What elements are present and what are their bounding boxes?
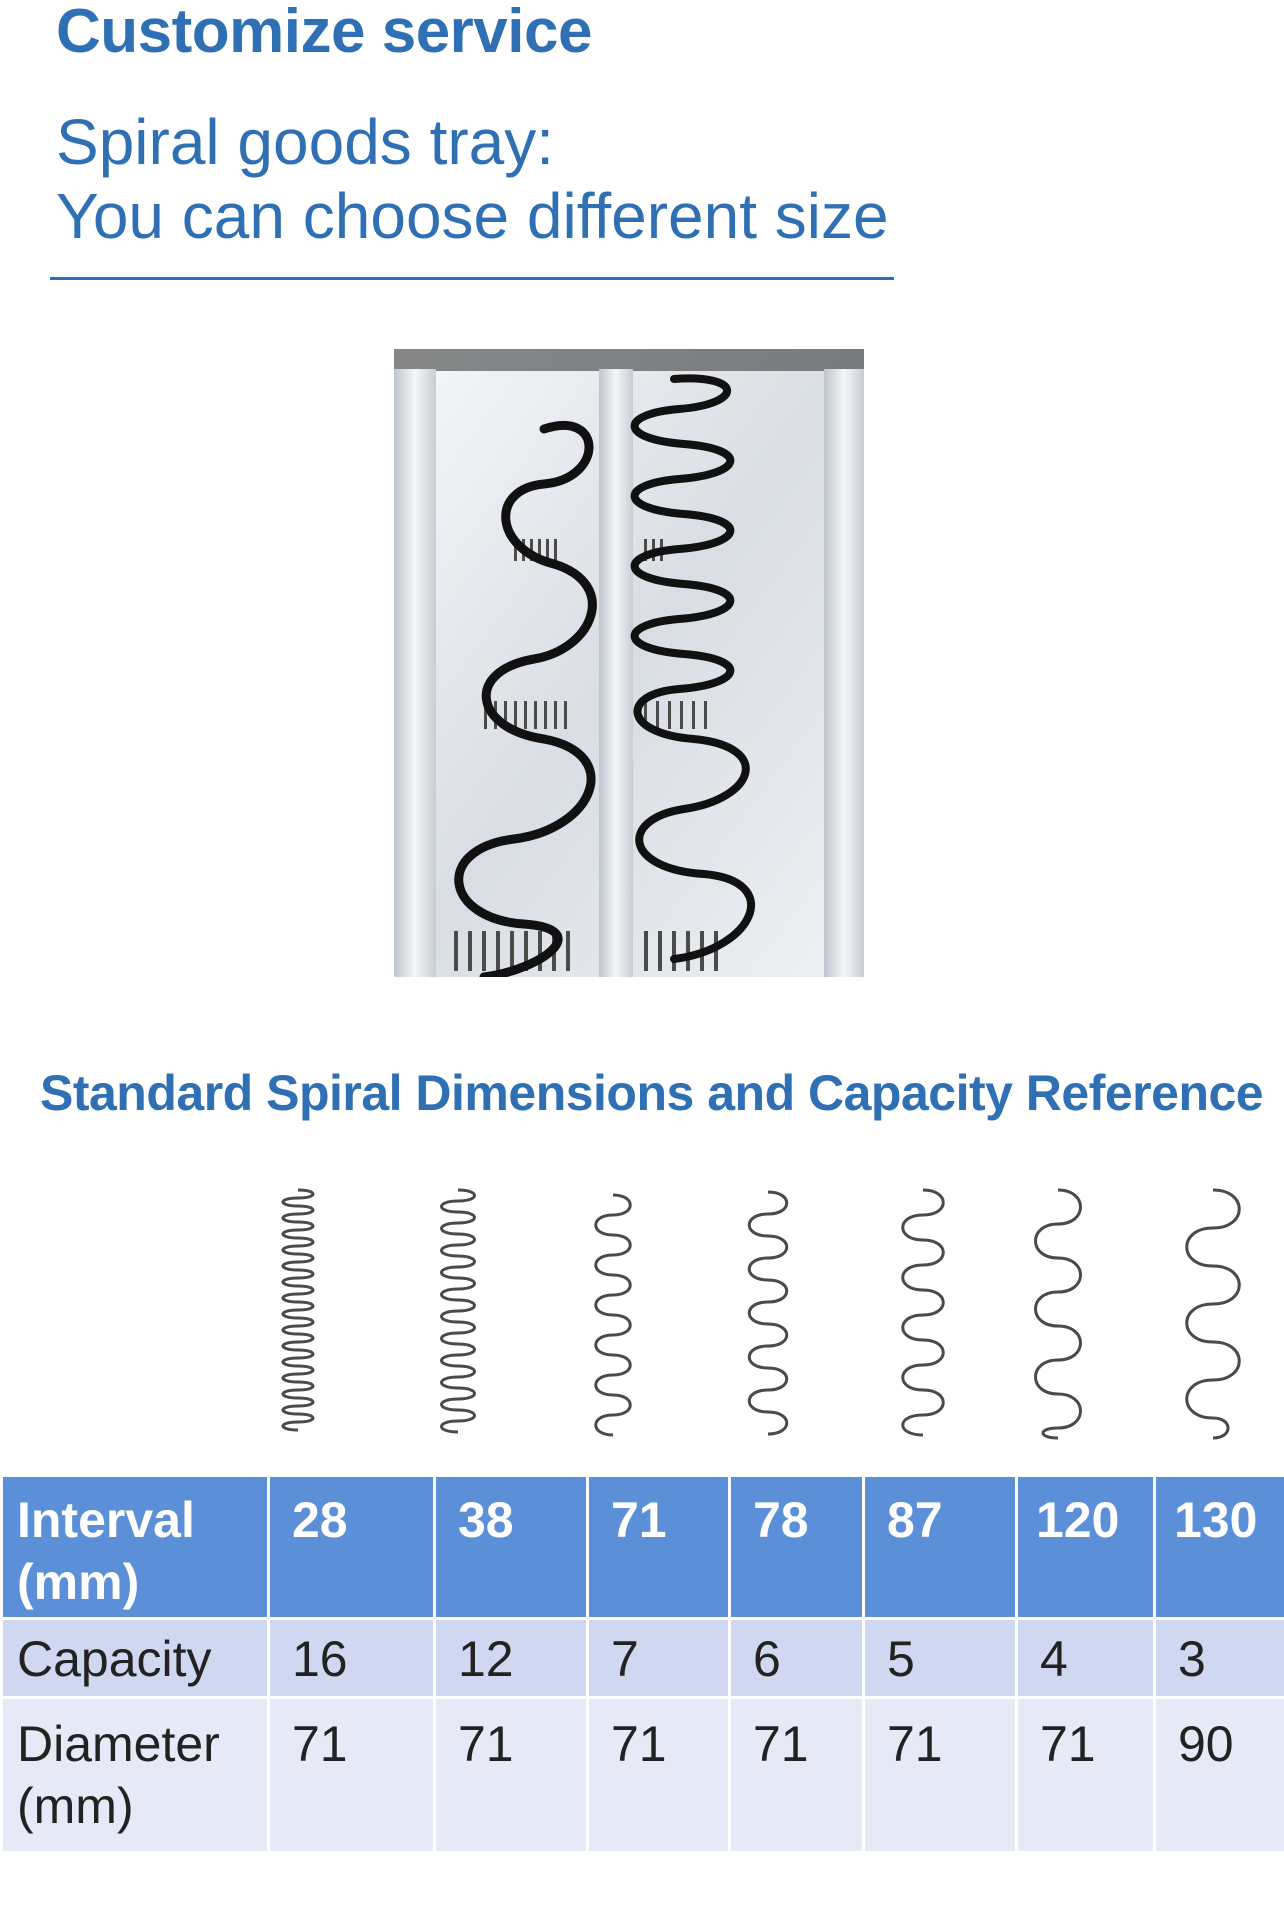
diameter-value: 90 — [1153, 1696, 1284, 1854]
table-header-row: Interval(mm) 28 38 71 78 87 120 130 — [0, 1474, 1284, 1620]
capacity-value: 4 — [1015, 1617, 1156, 1699]
title-divider — [50, 277, 894, 280]
table-row-capacity: Capacity 16 12 7 6 5 4 3 — [0, 1617, 1284, 1699]
diameter-label: Diameter(mm) — [0, 1696, 270, 1854]
interval-value: 71 — [586, 1474, 731, 1620]
interval-label: Interval(mm) — [0, 1474, 270, 1620]
spiral-78 — [747, 1190, 789, 1436]
interval-value: 38 — [433, 1474, 589, 1620]
spiral-samples-illustration — [281, 1188, 1241, 1440]
subtitle-line-2: You can choose different size — [56, 180, 889, 252]
capacity-value: 3 — [1153, 1617, 1284, 1699]
spiral-tray-illustration — [394, 349, 864, 977]
spiral-71 — [594, 1193, 632, 1437]
spiral-38 — [440, 1188, 476, 1434]
interval-value: 87 — [862, 1474, 1018, 1620]
interval-value: 28 — [267, 1474, 436, 1620]
interval-value: 78 — [728, 1474, 865, 1620]
diameter-value: 71 — [267, 1696, 436, 1854]
capacity-value: 7 — [586, 1617, 731, 1699]
interval-value: 120 — [1015, 1474, 1156, 1620]
page-title: Customize service — [56, 0, 592, 66]
diameter-value: 71 — [586, 1696, 731, 1854]
spiral-87 — [901, 1188, 945, 1437]
diameter-value: 71 — [1015, 1696, 1156, 1854]
subtitle-line-1: Spiral goods tray: — [56, 106, 555, 178]
table-row-diameter: Diameter(mm) 71 71 71 71 71 71 90 — [0, 1696, 1284, 1854]
page-subtitle: Spiral goods tray: You can choose differ… — [56, 105, 889, 253]
diameter-value: 71 — [728, 1696, 865, 1854]
capacity-value: 16 — [267, 1617, 436, 1699]
section-title: Standard Spiral Dimensions and Capacity … — [40, 1065, 1264, 1121]
capacity-value: 12 — [433, 1617, 589, 1699]
interval-value: 130 — [1153, 1474, 1284, 1620]
spiral-130 — [1185, 1188, 1241, 1440]
diameter-value: 71 — [862, 1696, 1018, 1854]
spiral-120 — [1034, 1188, 1082, 1440]
spiral-spec-table: Interval(mm) 28 38 71 78 87 120 130 Capa… — [0, 1474, 1284, 1854]
capacity-label: Capacity — [0, 1617, 270, 1699]
spiral-tray-photo — [394, 349, 864, 977]
capacity-value: 5 — [862, 1617, 1018, 1699]
diameter-value: 71 — [433, 1696, 589, 1854]
capacity-value: 6 — [728, 1617, 865, 1699]
spiral-samples — [258, 1180, 1284, 1450]
spiral-28 — [281, 1188, 315, 1432]
